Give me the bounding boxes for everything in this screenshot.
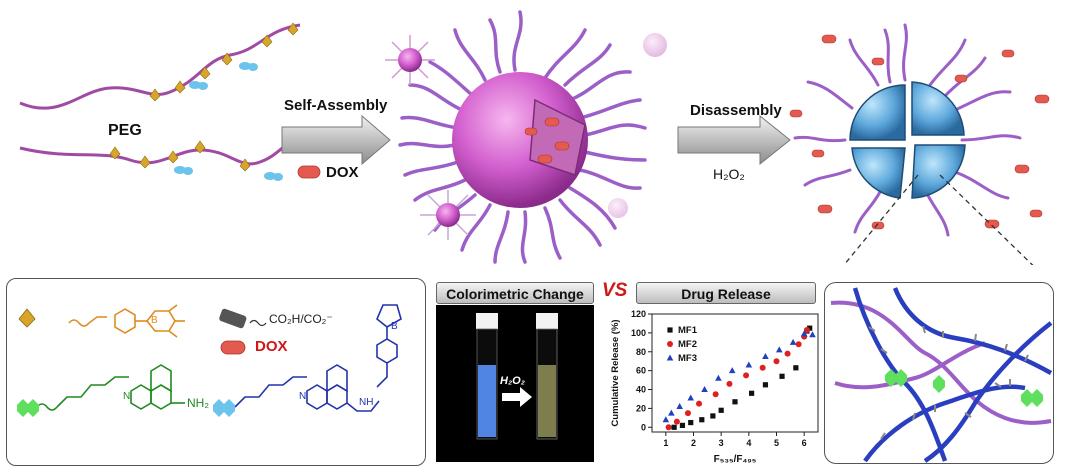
y-tick-label: 0	[641, 422, 646, 432]
data-point-mf2	[773, 358, 780, 365]
data-point-mf1	[710, 413, 716, 419]
data-point-mf1	[679, 422, 686, 428]
chemistry-structures	[17, 304, 402, 417]
data-point-mf1	[807, 325, 813, 331]
disassembly-label: Disassembly	[690, 102, 782, 119]
data-point-mf1	[671, 424, 677, 430]
data-point-mf2	[673, 418, 680, 425]
data-point-mf2	[696, 400, 703, 407]
data-point-mf3	[789, 338, 797, 345]
data-point-mf2	[803, 327, 810, 334]
legend-label-mf3: MF3	[678, 353, 697, 364]
x-tick-label: 4	[746, 438, 751, 448]
legend-marker-mf2	[667, 341, 673, 347]
x-tick-label: 1	[663, 438, 668, 448]
boron-label-blue: B	[391, 321, 398, 332]
faint-micelle	[608, 198, 628, 218]
data-point-mf1	[779, 373, 785, 379]
y-tick-label: 80	[636, 347, 646, 357]
self-assembly-arrow	[281, 114, 391, 166]
small-micelle	[385, 35, 435, 85]
zoom-guide-line	[939, 174, 1034, 265]
top-schematic	[19, 10, 1050, 265]
boron-label-orange: B	[151, 315, 158, 326]
x-tick-label: 6	[802, 438, 807, 448]
dox-label: DOX	[326, 164, 359, 181]
peg-chain-upper	[19, 22, 301, 110]
h2o2-label: H₂O₂	[713, 166, 745, 182]
crosslinked-network	[830, 287, 1053, 463]
small-micelle	[420, 190, 476, 240]
data-point-mf2	[684, 410, 691, 417]
x-tick-label: 5	[774, 438, 779, 448]
data-point-mf2	[665, 424, 672, 431]
drug-release-tab: Drug Release	[636, 282, 816, 304]
y-tick-label: 100	[631, 328, 646, 338]
data-point-mf3	[676, 403, 683, 410]
data-point-mf3	[687, 394, 695, 401]
chemistry-panel: CO₂H/CO₂⁻ DOX B N NH₂ N B NH	[6, 278, 426, 466]
data-point-mf3	[775, 346, 783, 353]
data-point-mf3	[668, 409, 675, 416]
x-tick-label: 3	[719, 438, 724, 448]
acid-label: CO₂H/CO₂⁻	[269, 312, 333, 326]
data-point-mf2	[743, 372, 750, 379]
legend-label-mf2: MF2	[678, 339, 697, 350]
data-point-mf3	[762, 352, 769, 359]
data-point-mf3	[745, 361, 753, 368]
disassembly-arrow	[677, 114, 791, 166]
nh-label: NH	[359, 397, 374, 408]
dox-capsule-icon	[297, 165, 321, 179]
legend-marker-mf1	[667, 327, 673, 333]
data-point-mf1	[793, 365, 799, 371]
disassembled-micelle	[793, 23, 1022, 237]
nh2-label: NH₂	[187, 396, 209, 410]
vial-photo: H₂O₂	[436, 305, 594, 462]
nitrogen-label-green: N	[123, 391, 131, 402]
data-point-mf1	[688, 419, 694, 426]
plot-frame	[651, 313, 819, 433]
data-point-mf2	[726, 380, 733, 387]
colorimetric-tab: Colorimetric Change	[436, 282, 594, 304]
data-point-mf2	[795, 341, 802, 348]
dox-legend-label: DOX	[255, 338, 288, 355]
data-point-mf1	[718, 407, 724, 413]
y-tick-label: 120	[631, 309, 646, 319]
data-point-mf3	[809, 331, 816, 338]
zoom-panel	[824, 282, 1054, 464]
data-point-mf1	[749, 390, 755, 396]
data-point-mf1	[699, 417, 705, 423]
data-point-mf2	[784, 350, 791, 357]
legend-marker-mf3	[666, 354, 674, 361]
y-tick-label: 20	[636, 403, 646, 413]
data-point-mf2	[712, 391, 719, 398]
data-point-mf3	[662, 416, 670, 423]
data-point-mf3	[728, 367, 736, 374]
y-axis-label: Cumulative Release (%)	[610, 319, 621, 426]
peg-chain-lower	[19, 132, 301, 181]
self-assembly-label: Self-Assembly	[284, 97, 388, 114]
data-point-mf3	[701, 386, 708, 393]
faint-micelle	[643, 33, 667, 57]
legend-label-mf1: MF1	[678, 325, 698, 336]
data-point-mf3	[800, 330, 808, 337]
x-axis-label: F₅₃₅/F₄₉₅	[714, 454, 757, 465]
y-tick-label: 40	[636, 385, 646, 395]
data-point-mf3	[715, 374, 722, 381]
x-tick-label: 2	[691, 438, 696, 448]
peg-label: PEG	[108, 122, 142, 139]
pink-micelle	[398, 10, 647, 264]
vial-h2o2-label: H₂O₂	[500, 375, 525, 387]
vs-label: VS	[602, 280, 628, 301]
y-tick-label: 60	[636, 366, 646, 376]
data-point-mf2	[759, 364, 766, 371]
data-point-mf1	[732, 399, 738, 405]
nitrogen-label-blue: N	[299, 391, 307, 402]
data-point-mf1	[762, 382, 769, 388]
